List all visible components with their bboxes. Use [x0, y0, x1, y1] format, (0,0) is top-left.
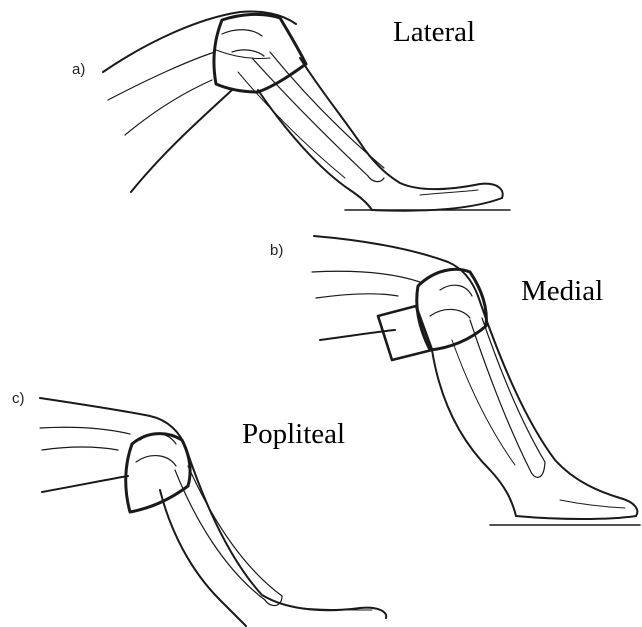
panel-letter-c: c): [12, 391, 25, 406]
panel-letter-b: b): [270, 243, 283, 258]
view-label-lateral: Lateral: [393, 18, 475, 47]
view-label-medial: Medial: [521, 277, 603, 306]
panel-letter-a: a): [72, 62, 85, 77]
probe-marker-popliteal: [126, 434, 190, 512]
view-label-popliteal: Popliteal: [242, 420, 345, 449]
